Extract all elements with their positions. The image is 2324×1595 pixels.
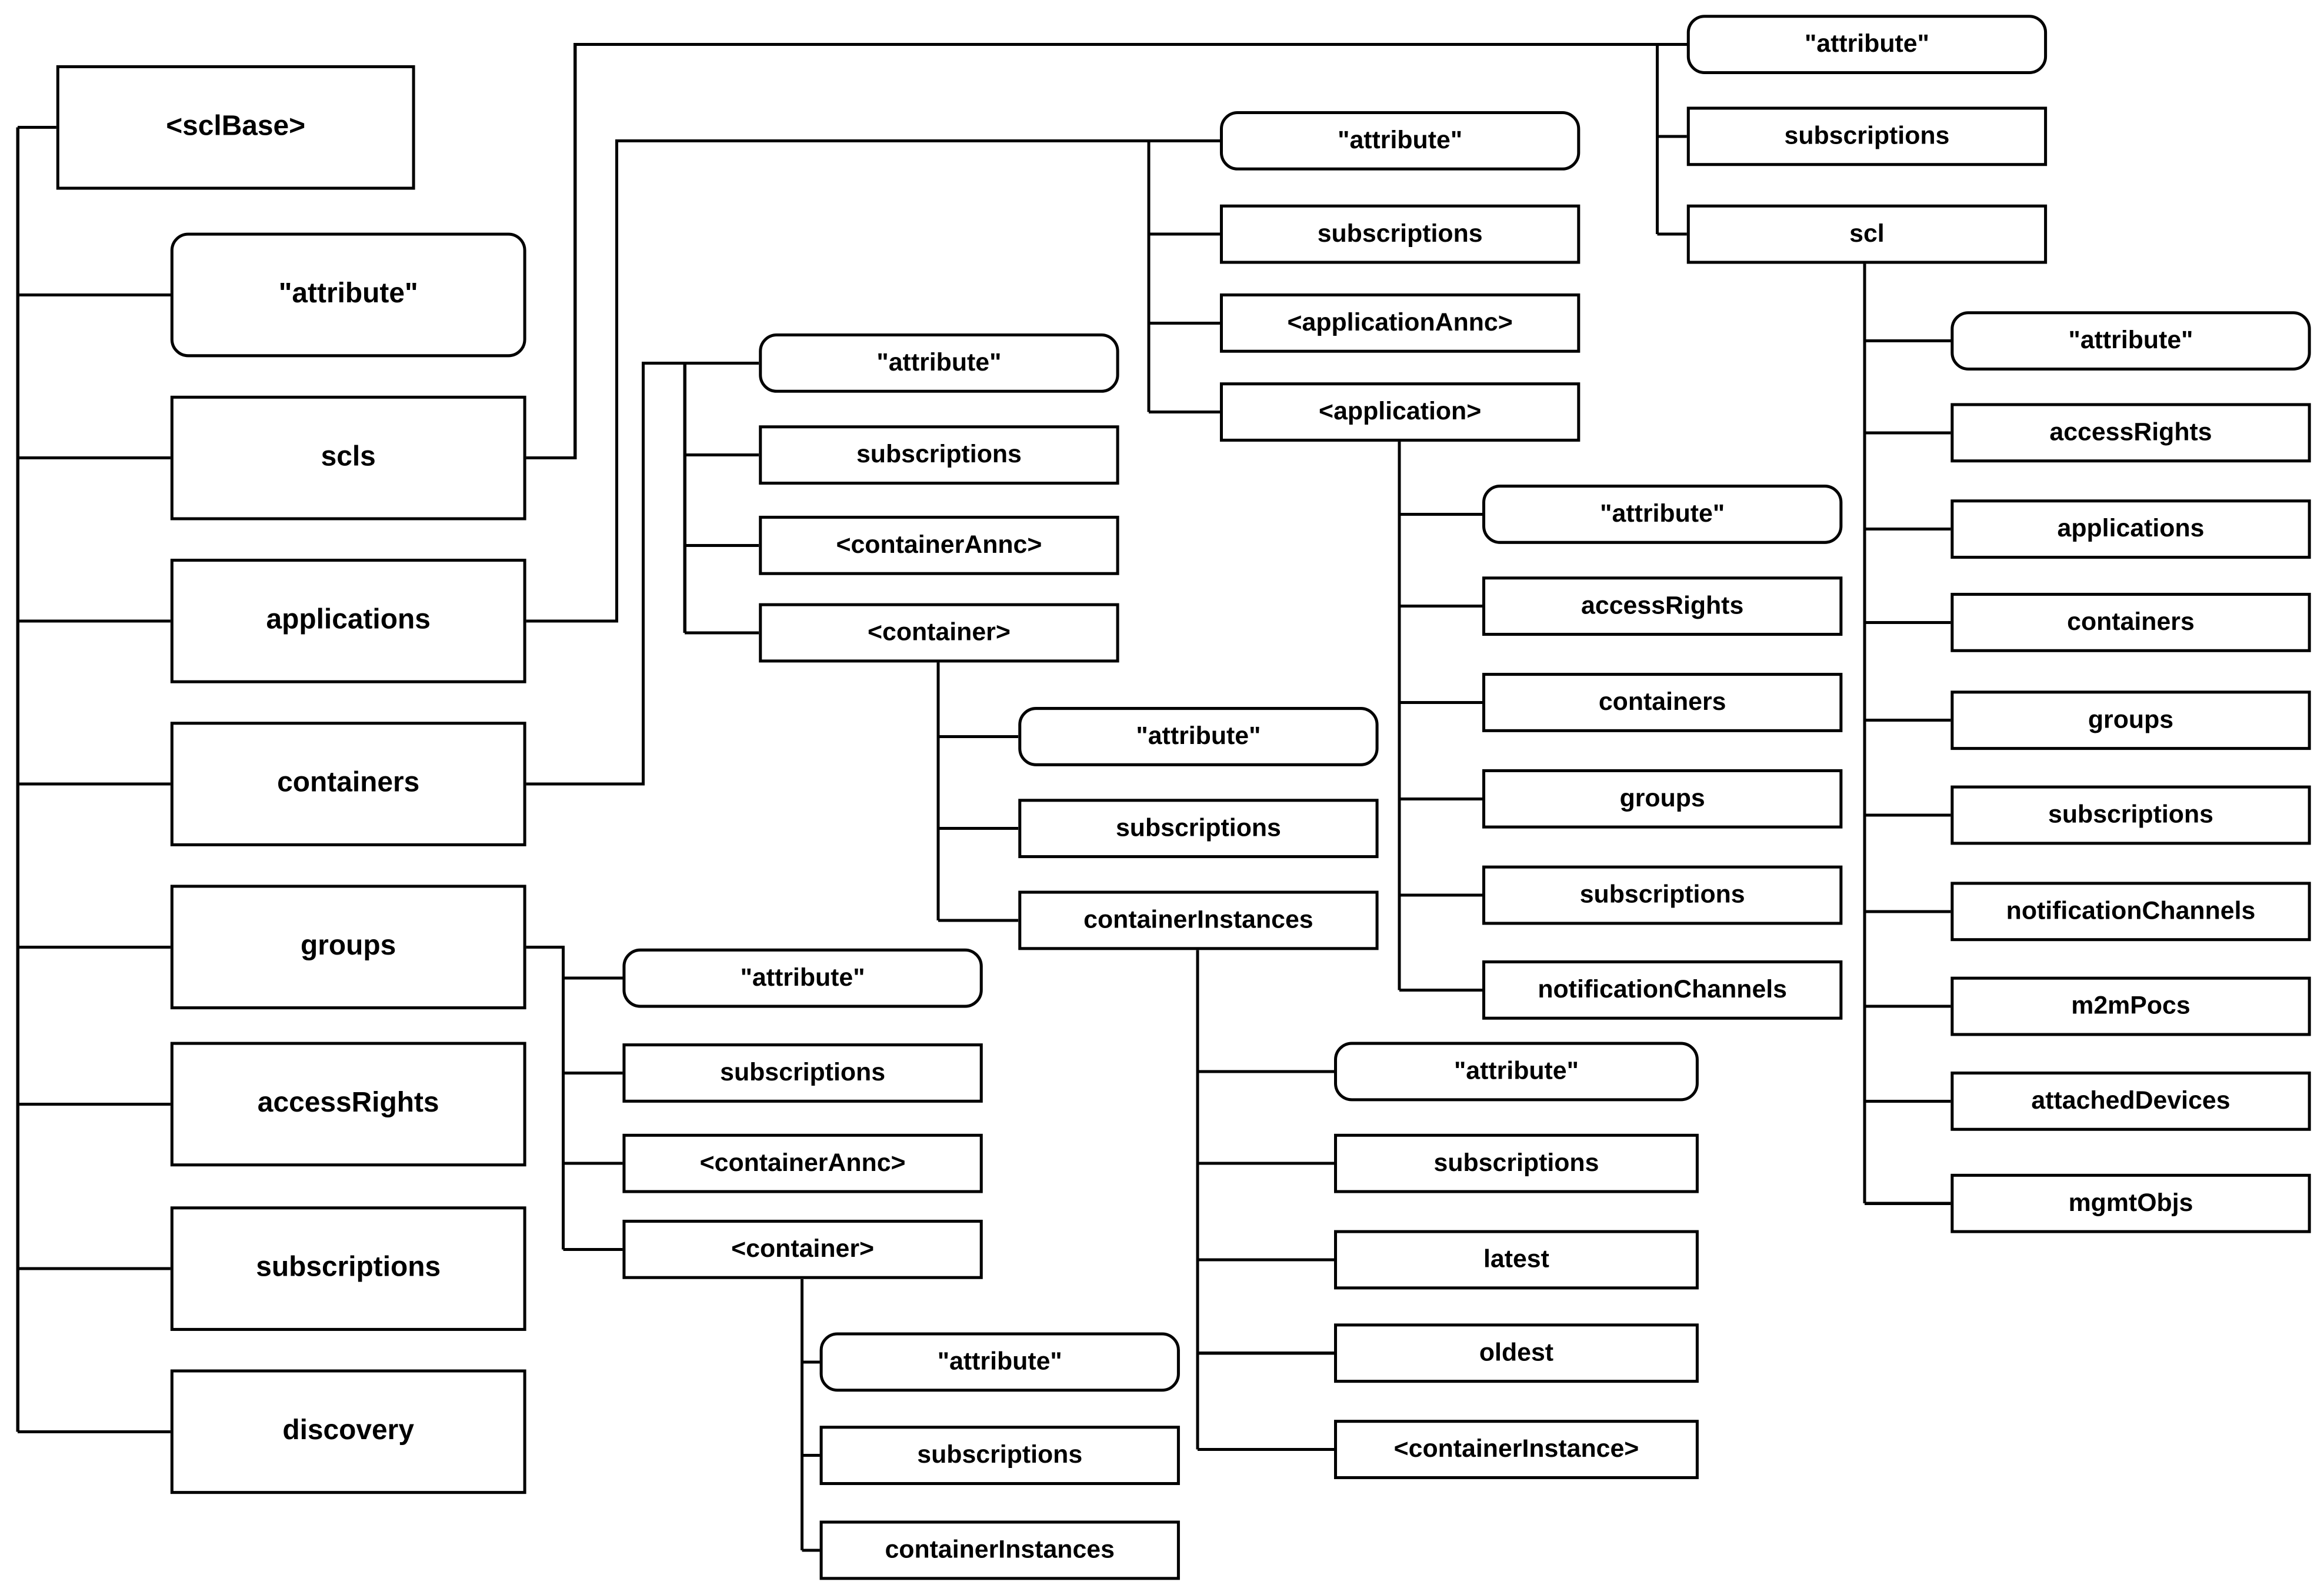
node-latest: latest	[1334, 1230, 1699, 1290]
node-application-attribute: "attribute"	[1482, 485, 1843, 544]
node-groups-container-subscriptions: subscriptions	[819, 1426, 1180, 1486]
node-sclbase-containers: containers	[170, 722, 526, 846]
node-scl-subscriptions: subscriptions	[1950, 785, 2311, 845]
node-groups-container: <container>	[622, 1219, 983, 1279]
node-containers-subscriptions: subscriptions	[759, 425, 1119, 485]
node-containerinstances-attribute: "attribute"	[1334, 1042, 1699, 1102]
node-applications-attribute: "attribute"	[1219, 111, 1581, 171]
node-sclbase-accessrights: accessRights	[170, 1042, 526, 1167]
node-containerinstances-subscriptions: subscriptions	[1334, 1133, 1699, 1193]
node-container-subscriptions: subscriptions	[1018, 799, 1379, 859]
node-scl-mgmtobjs: mgmtObjs	[1950, 1173, 2311, 1233]
node-scl-applications: applications	[1950, 499, 2311, 559]
node-sclbase-attribute: "attribute"	[170, 232, 526, 358]
node-oldest: oldest	[1334, 1323, 1699, 1383]
node-applicationannc: <applicationAnnc>	[1219, 293, 1581, 353]
node-scls-scl: scl	[1686, 204, 2048, 264]
node-scls-attribute: "attribute"	[1686, 15, 2048, 75]
node-applications-subscriptions: subscriptions	[1219, 204, 1581, 264]
node-sclbase-groups: groups	[170, 885, 526, 1010]
node-groups-container-attribute: "attribute"	[819, 1332, 1180, 1392]
node-containerinstance: <containerInstance>	[1334, 1420, 1699, 1479]
node-application-notificationchannels: notificationChannels	[1482, 960, 1843, 1020]
node-scl-attribute: "attribute"	[1950, 311, 2311, 371]
node-scl-accessrights: accessRights	[1950, 403, 2311, 463]
node-groups-containerinstances: containerInstances	[819, 1520, 1180, 1580]
node-scl-m2mpocs: m2mPocs	[1950, 976, 2311, 1036]
node-scls-subscriptions: subscriptions	[1686, 106, 2048, 166]
node-container: <container>	[759, 603, 1119, 663]
node-groups-subscriptions: subscriptions	[622, 1043, 983, 1103]
node-application-subscriptions: subscriptions	[1482, 865, 1843, 925]
node-containers-attribute: "attribute"	[759, 333, 1119, 393]
node-containerinstances: containerInstances	[1018, 890, 1379, 950]
node-application: <application>	[1219, 382, 1581, 442]
node-scl-groups: groups	[1950, 690, 2311, 750]
node-sclbase: <sclBase>	[56, 65, 415, 190]
node-sclbase-discovery: discovery	[170, 1369, 526, 1494]
node-container-attribute: "attribute"	[1018, 707, 1379, 766]
node-application-containers: containers	[1482, 673, 1843, 732]
node-sclbase-applications: applications	[170, 559, 526, 683]
node-sclbase-scls: scls	[170, 395, 526, 520]
node-application-groups: groups	[1482, 769, 1843, 829]
node-scl-containers: containers	[1950, 593, 2311, 652]
node-containerannc: <containerAnnc>	[759, 515, 1119, 575]
node-sclbase-subscriptions: subscriptions	[170, 1206, 526, 1331]
node-scl-attacheddevices: attachedDevices	[1950, 1071, 2311, 1131]
node-groups-attribute: "attribute"	[622, 948, 983, 1008]
node-application-accessrights: accessRights	[1482, 576, 1843, 636]
node-scl-notificationchannels: notificationChannels	[1950, 882, 2311, 942]
node-groups-containerannc: <containerAnnc>	[622, 1133, 983, 1193]
